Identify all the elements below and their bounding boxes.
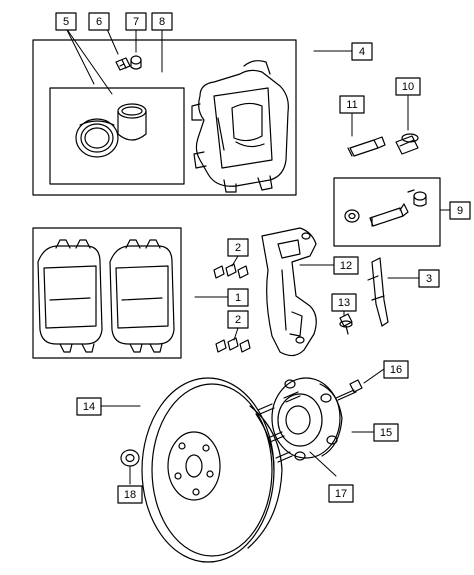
callout-4: 4 [351, 42, 373, 61]
callout-17: 17 [328, 484, 354, 503]
callout-18: 18 [117, 485, 143, 504]
callout-15: 15 [373, 423, 399, 442]
caliper-seal-kit [75, 103, 147, 158]
svg-text:10: 10 [402, 81, 414, 93]
pin-kit-frame [333, 177, 441, 247]
pad-group-frame [32, 227, 182, 359]
svg-text:3: 3 [426, 273, 432, 285]
hub-bearing [271, 377, 343, 461]
callout-11: 11 [339, 95, 365, 114]
callout-8: 8 [151, 12, 173, 31]
svg-text:18: 18 [124, 489, 136, 501]
pad-clips-lower [215, 337, 251, 353]
callout-9: 9 [449, 201, 471, 220]
svg-text:15: 15 [380, 427, 392, 439]
bleeder-cap [130, 55, 142, 70]
svg-text:11: 11 [346, 99, 357, 111]
callout-13: 13 [331, 293, 357, 312]
callout-6: 6 [88, 12, 110, 31]
caliper-pin [347, 136, 386, 157]
caliper-bushing [395, 133, 419, 155]
callout-7: 7 [125, 12, 147, 31]
svg-text:14: 14 [83, 401, 95, 413]
callout-12: 12 [333, 256, 359, 275]
svg-text:4: 4 [359, 46, 365, 58]
svg-text:16: 16 [390, 364, 402, 376]
svg-text:2: 2 [235, 242, 241, 254]
svg-text:13: 13 [338, 297, 350, 309]
seal-kit-frame [49, 87, 185, 185]
callout-1: 1 [227, 288, 249, 307]
bleeder-screw [115, 57, 131, 71]
callout-10: 10 [395, 77, 421, 96]
callout-3: 3 [418, 269, 440, 288]
callout-16: 16 [383, 360, 409, 379]
callout-14: 14 [76, 397, 102, 416]
hub-bolt [335, 379, 363, 401]
anti-rattle-clip [367, 257, 389, 327]
callout-5: 5 [55, 12, 77, 31]
svg-text:6: 6 [96, 16, 102, 28]
caliper-group-frame [32, 39, 297, 196]
svg-text:2: 2 [235, 314, 241, 326]
brake-pads [37, 239, 175, 353]
caliper-adapter [261, 227, 317, 357]
svg-text:9: 9 [457, 205, 463, 217]
svg-text:12: 12 [340, 260, 352, 272]
svg-text:1: 1 [235, 292, 241, 304]
svg-text:5: 5 [63, 16, 69, 28]
caliper-bolt-kit [344, 189, 427, 227]
adapter-bolt [339, 313, 353, 335]
pad-clips-upper [213, 263, 249, 279]
svg-text:17: 17 [335, 488, 347, 500]
svg-text:7: 7 [133, 16, 139, 28]
callout-2-upper: 2 [227, 238, 249, 257]
wheel-stud [257, 391, 301, 463]
callout-2-lower: 2 [227, 310, 249, 329]
svg-text:8: 8 [159, 16, 165, 28]
hub-washer [120, 449, 140, 467]
brake-caliper [191, 60, 289, 193]
brake-rotor [141, 377, 283, 563]
